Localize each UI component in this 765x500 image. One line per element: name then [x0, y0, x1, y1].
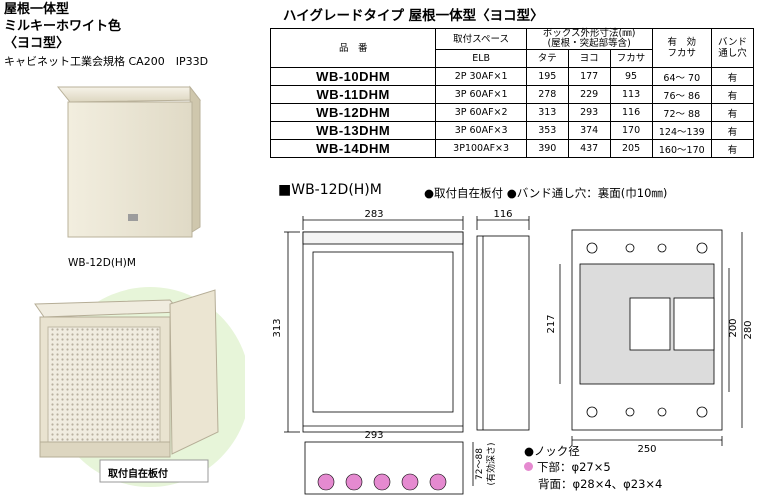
dim-width-top: 283	[364, 209, 383, 220]
knockout-holes	[317, 473, 447, 491]
knock-title: ●ノック径	[524, 444, 580, 458]
front-view	[302, 231, 464, 433]
header-yoko: ヨコ	[567, 49, 611, 68]
dim-inner-h: 217	[546, 314, 557, 333]
cell-mount: 3P 60AF×3	[435, 121, 527, 140]
spec-table: 品 番 取付スペース ボックス外形寸法(㎜)(屋根・突起部等含) 有 効フカサ …	[269, 28, 754, 158]
header-fukasa: フカサ	[609, 49, 653, 68]
knock-bottom-row: 下部：φ27×5	[524, 459, 611, 475]
drawing-title: ■WB-12D(H)M	[278, 182, 382, 198]
dim-280: 280	[743, 320, 754, 339]
cell-eff: 160～170	[651, 139, 713, 158]
dim-250: 250	[637, 444, 656, 455]
cell-mount: 3P 60AF×2	[435, 103, 527, 122]
cell-eff: 76～ 86	[651, 85, 713, 104]
title-line2: ミルキーホワイト色	[4, 19, 122, 34]
cell-band: 有	[711, 85, 754, 104]
cell-mount: 3P100AF×3	[435, 139, 527, 158]
technical-drawing: 283 116 313 293 217 200 280 250 72～88 (有…	[272, 209, 754, 495]
cell-yoko: 374	[567, 121, 611, 140]
cell-band: 有	[711, 67, 754, 86]
header-effective: 有 効フカサ	[651, 28, 713, 68]
table-title: ハイグレードタイプ 屋根一体型〈ヨコ型〉	[283, 8, 544, 24]
cell-eff: 64～ 70	[651, 67, 713, 86]
cell-band: 有	[711, 139, 754, 158]
cell-fukasa: 170	[609, 121, 653, 140]
cell-tate: 313	[525, 103, 569, 122]
pink-dot-icon	[524, 462, 533, 471]
title-line3: 〈ヨコ型〉	[4, 36, 70, 51]
drawing-notes: ●取付自在板付 ●バンド通し穴：裏面(巾10㎜)	[424, 186, 668, 200]
cell-code: WB-13DHM	[269, 121, 437, 140]
cell-tate: 353	[525, 121, 569, 140]
cell-code: WB-14DHM	[269, 139, 437, 158]
title-line1: 屋根一体型	[4, 2, 70, 17]
cell-code: WB-10DHM	[269, 67, 437, 86]
knock-back: 背面：φ28×4、φ23×4	[538, 477, 663, 491]
dim-72-88: 72～88	[475, 448, 485, 480]
cell-code: WB-11DHM	[269, 85, 437, 104]
dim-depth: 116	[493, 209, 512, 220]
cell-fukasa: 116	[609, 103, 653, 122]
cell-eff: 72～ 88	[651, 103, 713, 122]
open-caption: 取付自在板付	[108, 469, 168, 480]
cell-fukasa: 205	[609, 139, 653, 158]
dim-height-left: 313	[272, 318, 283, 337]
header-tate: タテ	[525, 49, 569, 68]
side-view	[476, 235, 530, 431]
header-elb: ELB	[435, 49, 527, 68]
cell-mount: 2P 30AF×1	[435, 67, 527, 86]
cell-yoko: 229	[567, 85, 611, 104]
header-box: ボックス外形寸法(㎜)(屋根・突起部等含)	[525, 28, 653, 50]
cell-yoko: 293	[567, 103, 611, 122]
header-name: 品 番	[269, 28, 437, 68]
cell-eff: 124～139	[651, 121, 713, 140]
cell-code: WB-12DHM	[269, 103, 437, 122]
header-band: バンド通し穴	[711, 28, 754, 68]
subtitle: キャビネット工業会規格 CA200 IP33D	[4, 55, 209, 68]
cell-tate: 390	[525, 139, 569, 158]
dim-200: 200	[728, 318, 739, 337]
product-photo-closed	[56, 85, 202, 238]
cell-tate: 278	[525, 85, 569, 104]
cell-band: 有	[711, 103, 754, 122]
dim-width-bottom: 293	[364, 430, 383, 441]
cell-yoko: 177	[567, 67, 611, 86]
cell-tate: 195	[525, 67, 569, 86]
dim-eff: (有効深さ)	[485, 442, 497, 485]
cell-mount: 3P 60AF×1	[435, 85, 527, 104]
product-photo-open	[34, 287, 245, 487]
cell-yoko: 437	[567, 139, 611, 158]
cell-band: 有	[711, 121, 754, 140]
photo-caption: WB-12D(H)M	[68, 257, 136, 269]
header-mount: 取付スペース	[435, 28, 527, 50]
cell-fukasa: 95	[609, 67, 653, 86]
cell-fukasa: 113	[609, 85, 653, 104]
